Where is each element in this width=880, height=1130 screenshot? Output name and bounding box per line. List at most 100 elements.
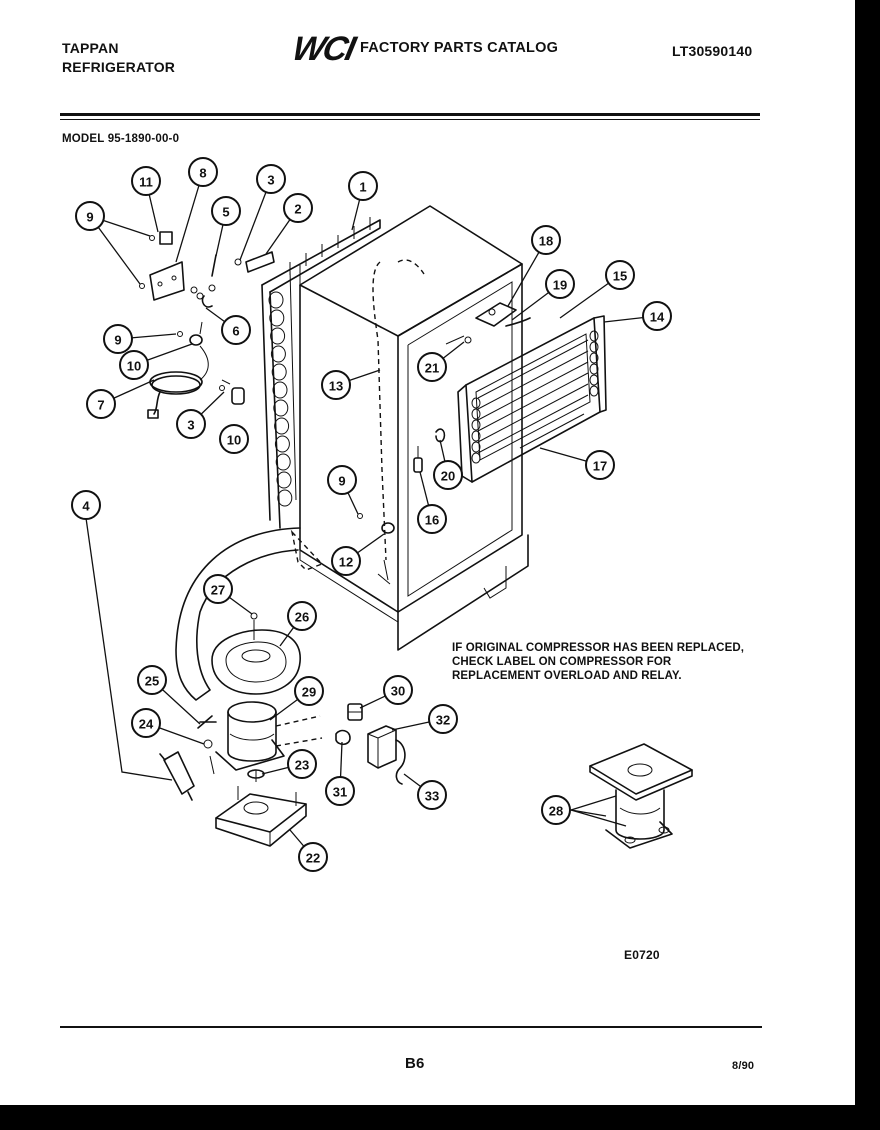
callout-circle [433, 460, 463, 490]
callout-24: 24 [131, 708, 161, 738]
callout-label: 8 [199, 166, 206, 181]
coil-17 [457, 315, 607, 483]
callout-21: 21 [417, 352, 447, 382]
callout-label: 12 [339, 555, 353, 570]
brand-line-2: REFRIGERATOR [62, 59, 176, 75]
callout-15: 15 [605, 260, 635, 290]
callout-circle [531, 225, 561, 255]
clamp-10-lower [219, 379, 245, 405]
callout-4: 4 [71, 490, 101, 520]
callout-label: 20 [441, 469, 455, 484]
coil-bend [589, 363, 599, 375]
bracket-18 [475, 302, 531, 327]
bracket-8 [149, 261, 185, 301]
callout-circle [103, 324, 133, 354]
callout-circle [131, 166, 161, 196]
callout-label: 18 [539, 234, 553, 249]
callout-label: 19 [553, 278, 567, 293]
callout-circle [348, 171, 378, 201]
callout-circle [221, 315, 251, 345]
callout-circle [642, 301, 672, 331]
thermostat-16 [413, 446, 423, 473]
callout-23: 23 [287, 749, 317, 779]
coil-loop [270, 327, 286, 345]
mount-23 [247, 769, 265, 782]
callout-label: 25 [145, 674, 159, 689]
coil-tube [477, 361, 589, 421]
callout-circle [131, 708, 161, 738]
callout-circle [327, 465, 357, 495]
callout-label: 15 [613, 269, 627, 284]
callout-6: 6 [221, 315, 251, 345]
callout-circle [256, 164, 286, 194]
coil-loop [274, 417, 290, 435]
coil-bend [471, 452, 481, 464]
detail-mount-28 [570, 743, 693, 849]
callout-9: 9 [103, 324, 133, 354]
callout-28: 28 [541, 795, 571, 825]
callout-14: 14 [642, 301, 672, 331]
callout-label: 7 [97, 398, 104, 413]
callout-circle [188, 157, 218, 187]
callout-2: 2 [283, 193, 313, 223]
callout-10: 10 [219, 424, 249, 454]
callout-label: 3 [267, 173, 274, 188]
callout-circle [287, 601, 317, 631]
callout-circle [294, 676, 324, 706]
note-line-3: REPLACEMENT OVERLOAD AND RELAY. [452, 670, 682, 682]
callout-label: 27 [211, 583, 225, 598]
callout-22: 22 [298, 842, 328, 872]
coil-loop [274, 435, 290, 453]
callout-25: 25 [137, 665, 167, 695]
callout-7: 7 [86, 389, 116, 419]
callout-3: 3 [176, 409, 206, 439]
callout-8: 8 [188, 157, 218, 187]
callout-label: 14 [650, 310, 665, 325]
catalog-number: LT30590140 [672, 43, 753, 59]
callout-label: 10 [127, 359, 141, 374]
callout-27: 27 [203, 574, 233, 604]
coil-loop [268, 291, 284, 309]
page-number: B6 [405, 1055, 425, 1072]
clip-11 [149, 231, 173, 245]
revision-date: 8/90 [732, 1060, 755, 1072]
callout-circle [541, 795, 571, 825]
callout-13: 13 [321, 370, 351, 400]
callout-circle [331, 546, 361, 576]
callout-circle [417, 780, 447, 810]
callout-circle [428, 704, 458, 734]
callout-circle [119, 350, 149, 380]
coil-loop [275, 453, 291, 471]
callout-label: 32 [436, 713, 450, 728]
relay-30 [347, 703, 363, 721]
brand-line-1: TAPPAN [62, 40, 119, 56]
coil-bend [589, 330, 599, 342]
coil-loop [272, 381, 288, 399]
refrigerator-cabinet [299, 205, 529, 651]
coil-loop [271, 363, 287, 381]
callout-label: 23 [295, 758, 309, 773]
callout-label: 4 [82, 499, 90, 514]
callout-circle [219, 424, 249, 454]
grommet-12 [357, 513, 395, 585]
callout-circle [321, 370, 351, 400]
coil-bend [471, 419, 481, 431]
callout-label: 29 [302, 685, 316, 700]
coil-tube [477, 339, 589, 399]
callout-5: 5 [211, 196, 241, 226]
callout-circle [287, 749, 317, 779]
callout-label: 13 [329, 379, 343, 394]
coil-bend [471, 397, 481, 409]
callout-circle [86, 389, 116, 419]
catalog-title: FACTORY PARTS CATALOG [360, 40, 559, 56]
condenser-coil [261, 217, 381, 529]
callout-circle [71, 490, 101, 520]
callout-label: 21 [425, 361, 439, 376]
coil-bend [589, 374, 599, 386]
leader-4 [85, 517, 173, 781]
coil-tube [477, 394, 589, 454]
callout-12: 12 [331, 546, 361, 576]
header-rule-thin [60, 119, 760, 120]
callout-label: 22 [306, 851, 320, 866]
coil-loop [276, 471, 292, 489]
